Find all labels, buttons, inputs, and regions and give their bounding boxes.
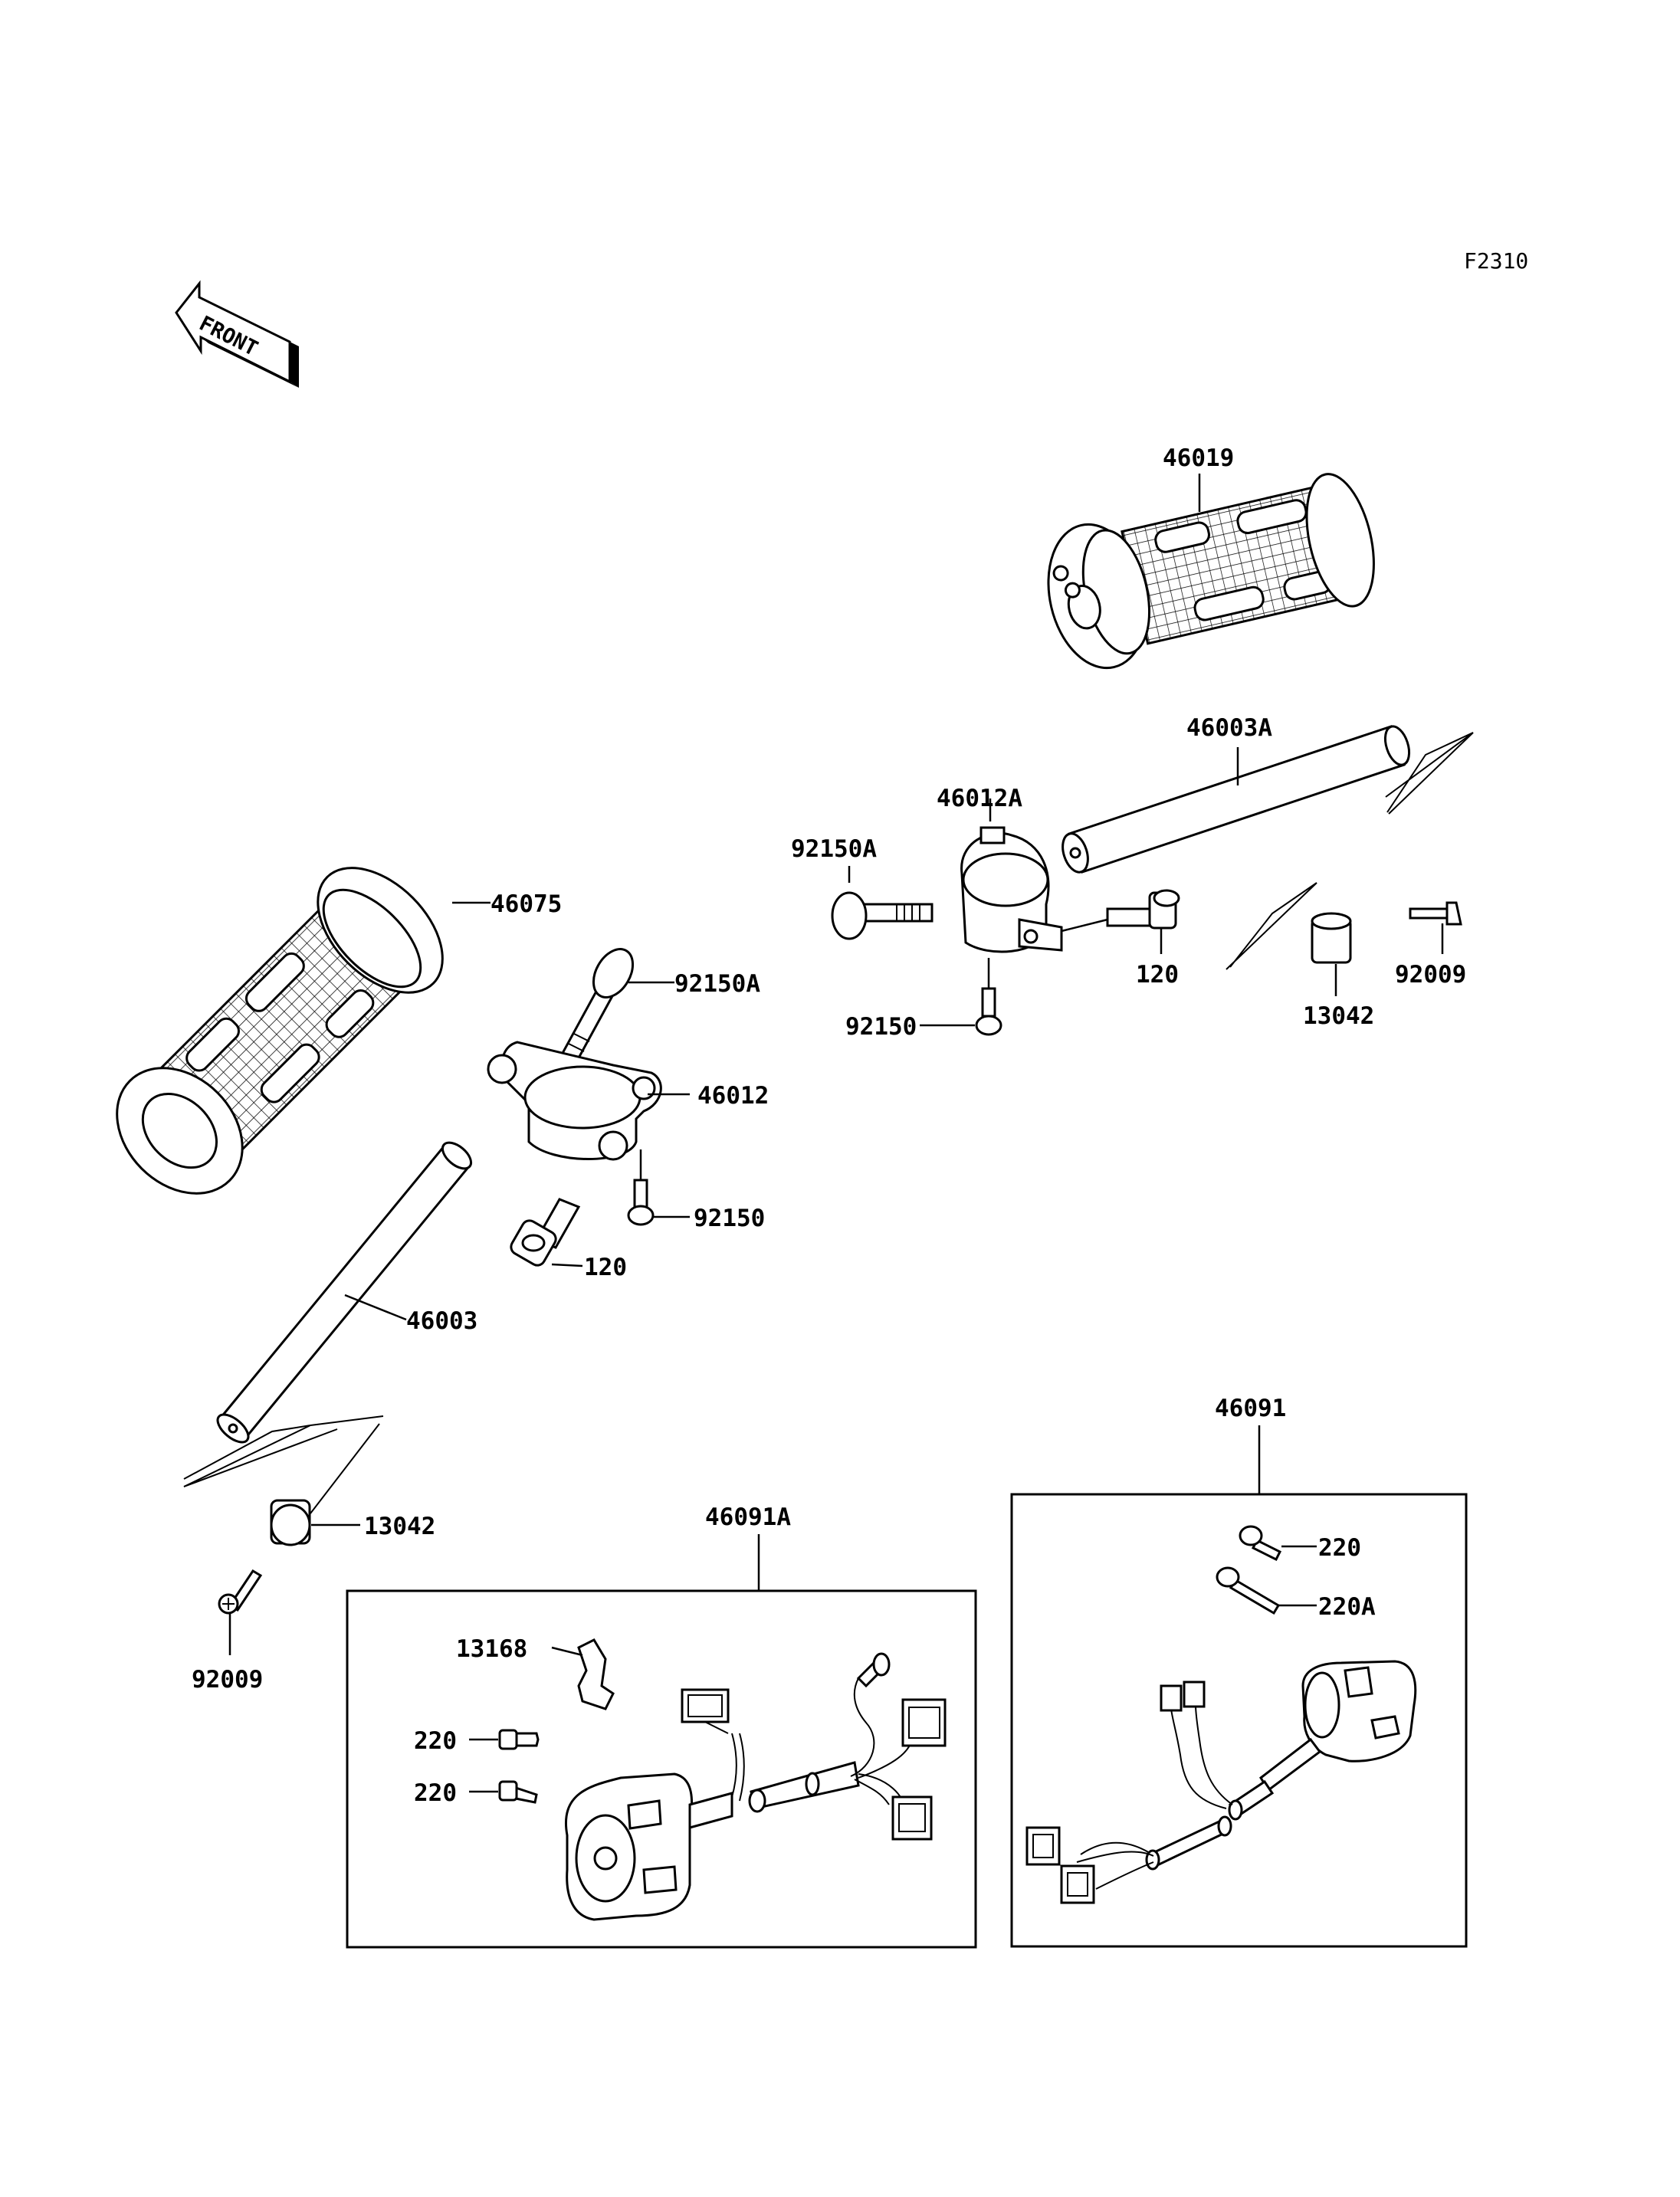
part-label-220-c: 220 (1318, 1534, 1361, 1562)
switch-assembly-46091-box (1010, 1493, 1468, 1948)
part-label-46091: 46091 (1215, 1395, 1286, 1422)
part-label-46012A: 46012A (937, 785, 1022, 812)
part-label-220A: 220A (1318, 1593, 1376, 1621)
part-label-46091A: 46091A (705, 1503, 791, 1531)
part-label-46019: 46019 (1163, 444, 1234, 472)
part-label-92150-left: 92150 (694, 1205, 765, 1232)
part-label-92150A-right: 92150A (791, 835, 877, 863)
part-label-92009-left: 92009 (192, 1666, 263, 1694)
part-label-13042-left: 13042 (364, 1513, 435, 1540)
right-bar-46003A (1061, 725, 1474, 874)
screw-92150-right (975, 987, 1002, 1036)
weight-13042-left (183, 1423, 380, 1546)
left-grip-46075 (116, 867, 444, 1195)
screw-220-c (1239, 1525, 1282, 1562)
part-label-92009-right: 92009 (1395, 961, 1466, 989)
figure-code: F2310 (1464, 248, 1528, 274)
bolt-120-left (510, 1198, 581, 1267)
left-switch-harness (681, 1652, 947, 1841)
part-label-46003A: 46003A (1186, 714, 1272, 742)
left-switch-housing (565, 1733, 745, 1921)
clip-13168 (577, 1638, 615, 1710)
right-switch-harness (1025, 1681, 1233, 1904)
part-label-120-right: 120 (1136, 961, 1179, 989)
bolt-120-right (1106, 889, 1180, 930)
screw-220A (1216, 1566, 1281, 1615)
clamp-46012 (487, 1041, 662, 1161)
part-label-46012: 46012 (697, 1082, 769, 1110)
bolt-92150A-right (831, 891, 934, 940)
left-bar-46003 (183, 1141, 473, 1487)
part-label-92150A-left: 92150A (674, 970, 760, 998)
part-label-13042-right: 13042 (1303, 1002, 1374, 1030)
part-label-120-left: 120 (584, 1254, 627, 1281)
screw-92150-left (627, 1179, 655, 1226)
switch-assembly-46091A-box (346, 1589, 977, 1949)
right-grip-46019 (1047, 473, 1375, 670)
front-arrow-icon: FRONT (175, 280, 299, 388)
screw-220-a (498, 1729, 540, 1750)
screw-220-b (498, 1780, 538, 1804)
part-label-220-a: 220 (414, 1727, 457, 1755)
weight-13042-right (1226, 882, 1352, 970)
part-label-220-b: 220 (414, 1779, 457, 1807)
screw-92009-left (218, 1569, 263, 1615)
part-label-46003: 46003 (406, 1307, 477, 1335)
screw-92009-right (1409, 901, 1462, 926)
part-label-46075: 46075 (491, 890, 562, 918)
part-label-13168: 13168 (456, 1635, 527, 1663)
part-label-92150-right: 92150 (845, 1013, 917, 1041)
clamp-46012A (960, 826, 1063, 953)
right-switch-housing (1228, 1660, 1417, 1821)
